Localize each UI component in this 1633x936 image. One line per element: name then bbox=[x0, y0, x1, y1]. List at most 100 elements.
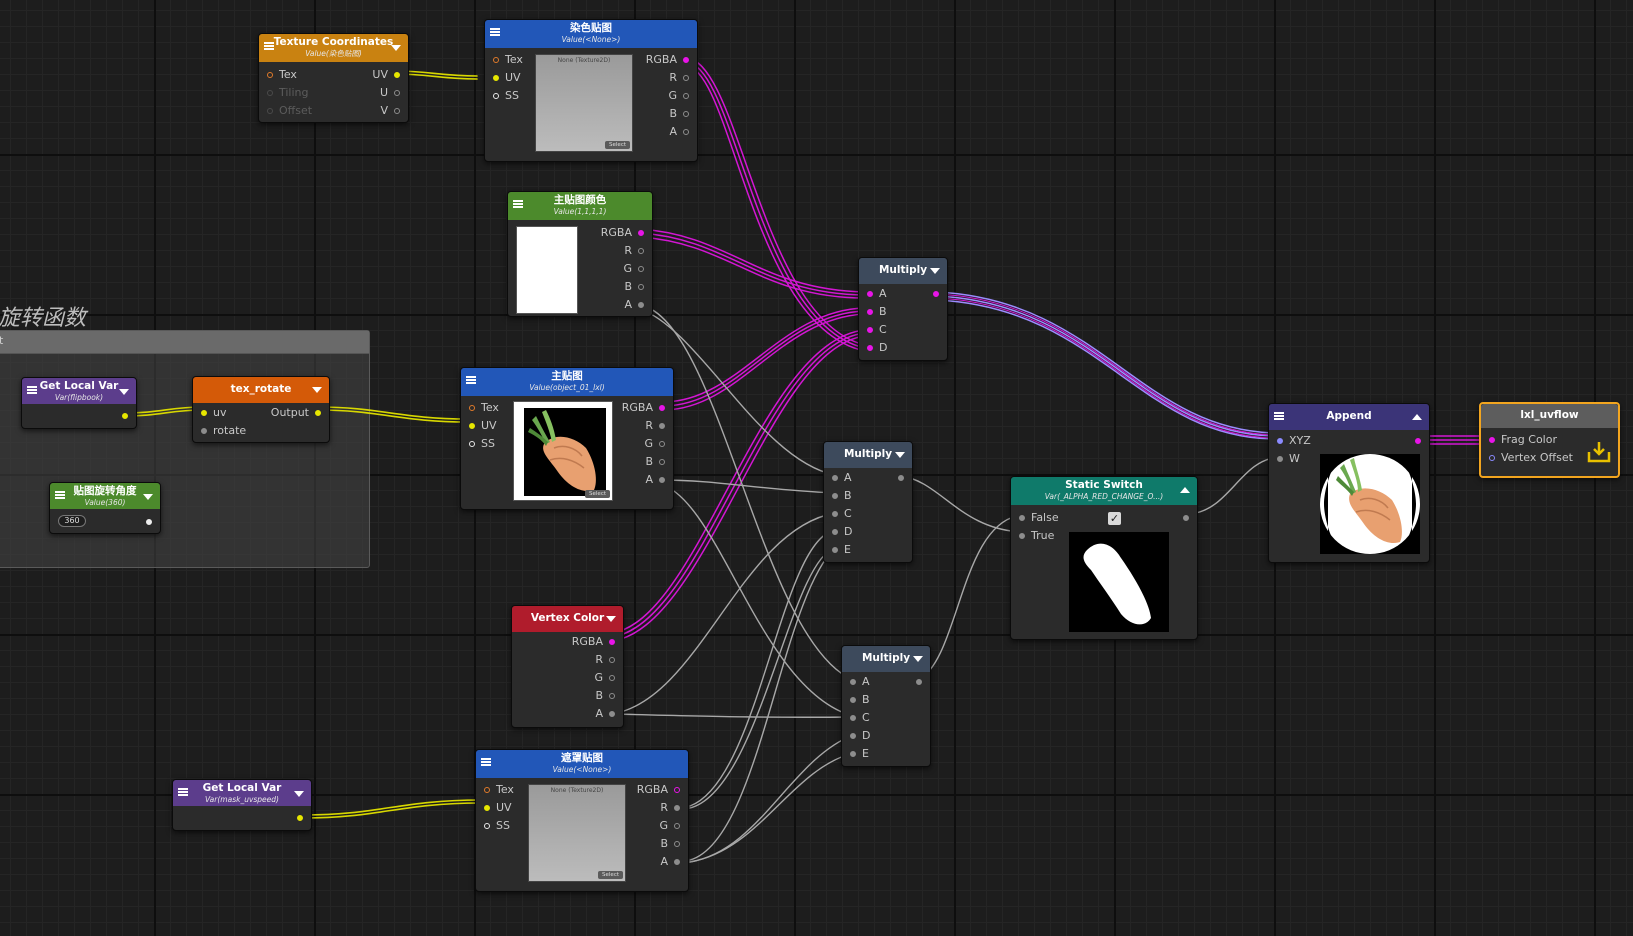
output-pin-rgba[interactable] bbox=[638, 230, 644, 236]
select-button[interactable]: Select bbox=[585, 490, 610, 498]
output-pin-a[interactable] bbox=[683, 129, 689, 135]
chevron-up-icon[interactable] bbox=[1180, 487, 1190, 493]
output-pin-b[interactable] bbox=[638, 284, 644, 290]
chevron-down-icon[interactable] bbox=[294, 791, 304, 797]
input-pin-d[interactable] bbox=[867, 345, 873, 351]
input-pin-frag-color[interactable] bbox=[1489, 437, 1495, 443]
node-texture-coordinates[interactable]: Texture Coordinates Value(染色贴图) Tex Tili… bbox=[258, 33, 409, 123]
input-pin-d[interactable] bbox=[832, 529, 838, 535]
output-pin[interactable] bbox=[146, 519, 152, 525]
menu-icon[interactable] bbox=[513, 200, 523, 208]
output-pin[interactable] bbox=[933, 291, 939, 297]
menu-icon[interactable] bbox=[466, 376, 476, 384]
input-pin-d[interactable] bbox=[850, 733, 856, 739]
output-pin-b[interactable] bbox=[683, 111, 689, 117]
output-pin-g[interactable] bbox=[609, 675, 615, 681]
output-pin-a[interactable] bbox=[609, 711, 615, 717]
output-pin-a[interactable] bbox=[674, 859, 680, 865]
node-multiply-2[interactable]: Multiply A B C D E bbox=[823, 441, 913, 563]
node-multiply-3[interactable]: Multiply A B C D E bbox=[841, 645, 931, 767]
input-pin-uv[interactable] bbox=[484, 805, 490, 811]
chevron-down-icon[interactable] bbox=[391, 45, 401, 51]
output-pin-r[interactable] bbox=[609, 657, 615, 663]
color-swatch[interactable] bbox=[516, 226, 578, 314]
menu-icon[interactable] bbox=[27, 386, 37, 394]
texture-preview[interactable]: None (Texture2D) Select bbox=[535, 54, 633, 152]
chevron-down-icon[interactable] bbox=[119, 389, 129, 395]
input-pin-b[interactable] bbox=[832, 493, 838, 499]
input-pin-tex[interactable] bbox=[493, 57, 499, 63]
input-pin-ss[interactable] bbox=[484, 823, 490, 829]
input-pin-tex[interactable] bbox=[484, 787, 490, 793]
input-pin-false[interactable] bbox=[1019, 515, 1025, 521]
output-pin-uv[interactable] bbox=[394, 72, 400, 78]
input-pin-tex[interactable] bbox=[469, 405, 475, 411]
switch-checkbox[interactable]: ✓ bbox=[1108, 512, 1121, 525]
input-pin-uv[interactable] bbox=[493, 75, 499, 81]
node-get-local-var-mask-uvspeed[interactable]: Get Local Var Var(mask_uvspeed) bbox=[172, 779, 312, 831]
texture-preview[interactable]: None (Texture2D) Select bbox=[528, 784, 626, 882]
carrot-texture-preview[interactable]: Select bbox=[513, 401, 613, 501]
node-header[interactable]: 染色贴图 Value(<None>) bbox=[485, 20, 697, 48]
node-header[interactable]: 主贴图 Value(object_01_lxl) bbox=[461, 368, 673, 396]
node-header[interactable]: Get Local Var Var(flipbook) bbox=[22, 378, 136, 404]
node-header[interactable]: 贴图旋转角度 Value(360) bbox=[50, 483, 160, 509]
node-header[interactable]: Texture Coordinates Value(染色贴图) bbox=[259, 34, 408, 62]
output-pin-rgba[interactable] bbox=[659, 405, 665, 411]
chevron-down-icon[interactable] bbox=[143, 494, 153, 500]
input-pin-ss[interactable] bbox=[493, 93, 499, 99]
input-pin-ss[interactable] bbox=[469, 441, 475, 447]
output-pin[interactable] bbox=[315, 410, 321, 416]
value-field[interactable]: 360 bbox=[58, 515, 86, 527]
input-pin-offset[interactable] bbox=[267, 108, 273, 114]
node-header[interactable]: tex_rotate bbox=[193, 377, 329, 403]
node-rotation-angle[interactable]: 贴图旋转角度 Value(360) 360 bbox=[49, 482, 161, 534]
node-output-lxl-uvflow[interactable]: lxl_uvflow Frag Color Vertex Offset bbox=[1479, 402, 1620, 478]
chevron-down-icon[interactable] bbox=[930, 268, 940, 274]
menu-icon[interactable] bbox=[55, 491, 65, 499]
select-button[interactable]: Select bbox=[605, 141, 630, 149]
node-mask-texture[interactable]: 遮罩贴图 Value(<None>) Tex UV SS None (Textu… bbox=[475, 749, 689, 892]
input-pin-e[interactable] bbox=[832, 547, 838, 553]
chevron-down-icon[interactable] bbox=[312, 387, 322, 393]
node-dye-texture[interactable]: 染色贴图 Value(<None>) Tex UV SS None (Textu… bbox=[484, 19, 698, 162]
output-pin-u[interactable] bbox=[394, 90, 400, 96]
node-main-color[interactable]: 主贴图颜色 Value(1,1,1,1) RGBA R G B A bbox=[507, 191, 653, 317]
input-pin-c[interactable] bbox=[867, 327, 873, 333]
input-pin-true[interactable] bbox=[1019, 533, 1025, 539]
output-pin[interactable] bbox=[1415, 438, 1421, 444]
menu-icon[interactable] bbox=[481, 758, 491, 766]
input-pin-rotate[interactable] bbox=[201, 428, 207, 434]
node-header[interactable]: lxl_uvflow bbox=[1481, 404, 1618, 428]
output-pin-r[interactable] bbox=[683, 75, 689, 81]
output-pin-a[interactable] bbox=[638, 302, 644, 308]
node-header[interactable]: Append bbox=[1269, 404, 1429, 430]
input-pin-uv[interactable] bbox=[201, 410, 207, 416]
input-pin-uv[interactable] bbox=[469, 423, 475, 429]
node-tex-rotate[interactable]: tex_rotate uv rotate Output bbox=[192, 376, 330, 443]
select-button[interactable]: Select bbox=[598, 871, 623, 879]
output-pin-g[interactable] bbox=[659, 441, 665, 447]
output-pin[interactable] bbox=[898, 475, 904, 481]
menu-icon[interactable] bbox=[264, 42, 274, 50]
node-header[interactable]: Multiply bbox=[859, 258, 947, 284]
chevron-up-icon[interactable] bbox=[1412, 414, 1422, 420]
input-pin-e[interactable] bbox=[850, 751, 856, 757]
output-pin[interactable] bbox=[122, 413, 128, 419]
node-get-local-var-flipbook[interactable]: Get Local Var Var(flipbook) bbox=[21, 377, 137, 429]
node-header[interactable]: Get Local Var Var(mask_uvspeed) bbox=[173, 780, 311, 806]
input-pin-tex[interactable] bbox=[267, 72, 273, 78]
input-pin-b[interactable] bbox=[850, 697, 856, 703]
output-pin-a[interactable] bbox=[659, 477, 665, 483]
output-pin-b[interactable] bbox=[674, 841, 680, 847]
node-header[interactable]: 主贴图颜色 Value(1,1,1,1) bbox=[508, 192, 652, 220]
output-pin-g[interactable] bbox=[683, 93, 689, 99]
output-pin-b[interactable] bbox=[659, 459, 665, 465]
menu-icon[interactable] bbox=[178, 788, 188, 796]
menu-icon[interactable] bbox=[1274, 412, 1284, 420]
input-pin-vertex-offset[interactable] bbox=[1489, 455, 1495, 461]
input-pin-tiling[interactable] bbox=[267, 90, 273, 96]
output-pin-g[interactable] bbox=[674, 823, 680, 829]
node-header[interactable]: Multiply bbox=[842, 646, 930, 672]
input-pin-c[interactable] bbox=[850, 715, 856, 721]
